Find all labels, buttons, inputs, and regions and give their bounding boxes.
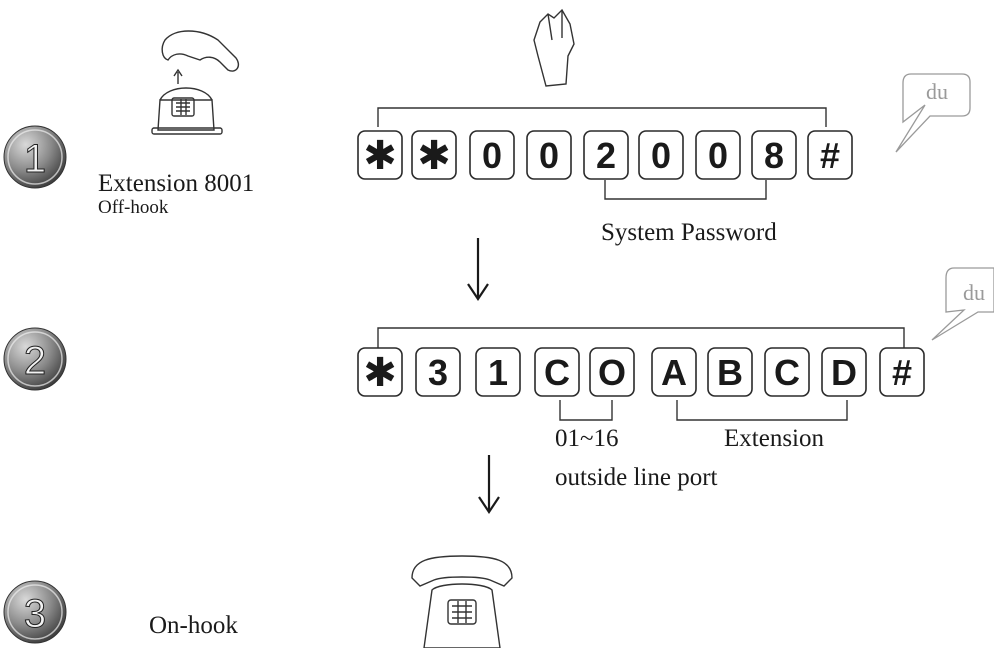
key-box — [475, 347, 521, 397]
sequence-2-key-1: ✱ — [357, 347, 403, 397]
outside-line-range-label: 01~16 — [555, 425, 619, 452]
arrow-down-icon — [478, 455, 500, 514]
step-3-label: On-hook — [149, 612, 238, 639]
key-label: # — [820, 135, 840, 176]
sequence-1-key-6: 0 — [638, 130, 684, 180]
key-box — [411, 130, 457, 180]
step-3-badge: 3 — [3, 580, 67, 644]
sequence-2-key-5: O — [589, 347, 635, 397]
key-box — [764, 347, 810, 397]
sequence-1-key-4: 0 — [526, 130, 572, 180]
sequence-1-top-bracket — [377, 107, 827, 127]
key-box — [751, 130, 797, 180]
key-box — [707, 347, 753, 397]
sequence-2-key-9: D — [821, 347, 867, 397]
key-box — [583, 130, 629, 180]
key-box — [807, 130, 853, 180]
sequence-1-key-5: 2 — [583, 130, 629, 180]
step-2-number: 2 — [24, 339, 46, 383]
step-1-number: 1 — [24, 137, 46, 181]
sequence-2-key-8: C — [764, 347, 810, 397]
key-label: ✱ — [417, 134, 451, 178]
key-box — [469, 130, 515, 180]
key-label: C — [774, 352, 800, 393]
extension-bracket — [676, 400, 848, 421]
key-label: 3 — [428, 352, 448, 393]
key-label: ✱ — [363, 134, 397, 178]
sequence-1-key-7: 0 — [695, 130, 741, 180]
key-label: 0 — [708, 135, 728, 176]
sequence-2-key-3: 1 — [475, 347, 521, 397]
key-label: C — [544, 352, 570, 393]
key-box — [526, 130, 572, 180]
key-box — [589, 347, 635, 397]
key-label: 1 — [488, 352, 508, 393]
step-3-number: 3 — [24, 592, 46, 636]
sequence-1-key-8: 8 — [751, 130, 797, 180]
speech-text-1: du — [926, 79, 948, 104]
sequence-1-key-9: # — [807, 130, 853, 180]
key-box — [879, 347, 925, 397]
speech-bubble-2: du — [931, 267, 994, 341]
sequence-2-top-bracket — [377, 327, 905, 352]
key-label: 0 — [539, 135, 559, 176]
outside-line-port-bracket — [559, 400, 613, 421]
speech-bubble-1: du — [895, 73, 971, 153]
key-label: 0 — [482, 135, 502, 176]
sequence-2-key-2: 3 — [415, 347, 461, 397]
step-1-sublabel: Off-hook — [98, 197, 169, 218]
sequence-1-key-3: 0 — [469, 130, 515, 180]
extension-label: Extension — [724, 425, 824, 452]
key-box — [821, 347, 867, 397]
key-label: O — [598, 352, 626, 393]
key-label: # — [892, 352, 912, 393]
key-label: 2 — [596, 135, 616, 176]
key-label: 0 — [651, 135, 671, 176]
telephone-onhook-icon — [411, 555, 513, 649]
key-box — [651, 347, 697, 397]
step-2-badge: 2 — [3, 327, 67, 391]
sequence-2-key-7: B — [707, 347, 753, 397]
key-box — [415, 347, 461, 397]
key-box — [534, 347, 580, 397]
key-box — [695, 130, 741, 180]
system-password-label: System Password — [601, 219, 777, 246]
pointing-finger-icon — [533, 8, 575, 87]
speech-text-2: du — [963, 280, 985, 305]
key-label: A — [661, 352, 687, 393]
key-box — [638, 130, 684, 180]
key-label: D — [831, 352, 857, 393]
sequence-1-key-2: ✱ — [411, 130, 457, 180]
key-label: B — [717, 352, 743, 393]
system-password-bracket — [604, 180, 767, 200]
outside-line-port-label: outside line port — [555, 464, 718, 491]
sequence-2-key-10: # — [879, 347, 925, 397]
arrow-down-icon — [467, 238, 489, 301]
telephone-offhook-icon — [151, 30, 240, 135]
sequence-2-key-4: C — [534, 347, 580, 397]
key-box — [357, 130, 403, 180]
sequence-1-key-1: ✱ — [357, 130, 403, 180]
sequence-2-key-6: A — [651, 347, 697, 397]
key-box — [357, 347, 403, 397]
step-1-badge: 1 — [3, 125, 67, 189]
key-label: ✱ — [363, 351, 397, 395]
key-label: 8 — [764, 135, 784, 176]
step-1-label: Extension 8001 — [98, 170, 255, 197]
